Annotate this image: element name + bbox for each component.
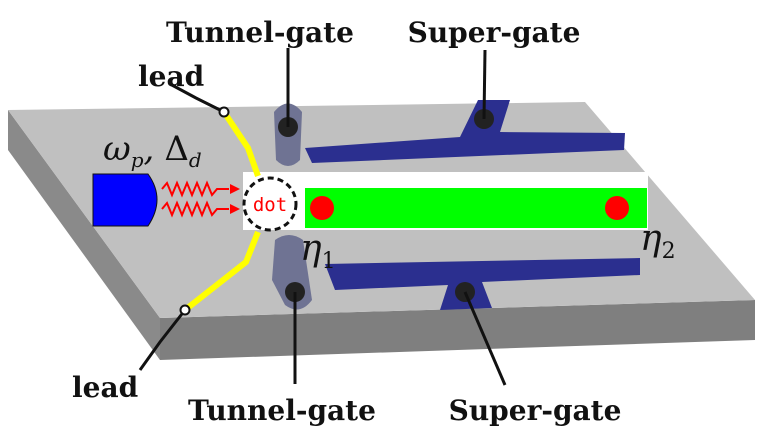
photon-wave-arrow-top (230, 184, 240, 194)
quantum-dot (242, 176, 298, 232)
drive-parameters-label: ωp,Δd (103, 129, 202, 172)
microwave-source (92, 173, 158, 227)
substrate-front-face (160, 300, 755, 360)
delta-symbol: Δ (164, 129, 189, 169)
lead-bottom (183, 230, 261, 313)
omega-symbol: ω (103, 129, 131, 169)
tunnel-gate-bottom-label: Tunnel-gate (188, 394, 376, 427)
eta1-label: η1 (300, 228, 336, 274)
dot-label: dot (253, 194, 287, 216)
majorana-mode-left (310, 196, 334, 220)
super-gate-bottom-label: Super-gate (449, 394, 622, 427)
lead-bottom-label: lead (72, 371, 138, 404)
omega-subscript: p (131, 148, 144, 172)
lead-bottom-terminal (179, 304, 191, 316)
super-gate-top-label: Super-gate (408, 16, 581, 49)
photon-wave-top (161, 180, 229, 198)
eta1-subscript: 1 (322, 249, 336, 274)
photon-wave-arrow-bottom (230, 204, 240, 214)
lead-top-terminal (218, 106, 230, 118)
eta1-symbol: η (300, 228, 322, 269)
nanowire (305, 188, 647, 228)
lead-top (221, 110, 261, 178)
super-gate-top-wire (482, 49, 487, 120)
super-gate-bottom (325, 258, 640, 310)
lead-top-label: lead (138, 60, 204, 93)
eta2-subscript: 2 (662, 239, 676, 264)
delta-subscript: d (189, 148, 202, 172)
eta2-label: η2 (640, 218, 676, 264)
comma: , (144, 129, 155, 169)
eta2-symbol: η (640, 218, 662, 259)
substrate-left-face (8, 110, 160, 360)
majorana-mode-right (605, 196, 629, 220)
super-gate-bottom-wire (463, 291, 507, 386)
lead-bottom-pointer (138, 309, 187, 371)
tunnel-gate-top-label: Tunnel-gate (166, 16, 354, 49)
photon-wave-bottom (161, 200, 229, 218)
super-gate-top (305, 100, 625, 163)
lead-top-pointer (169, 82, 225, 114)
